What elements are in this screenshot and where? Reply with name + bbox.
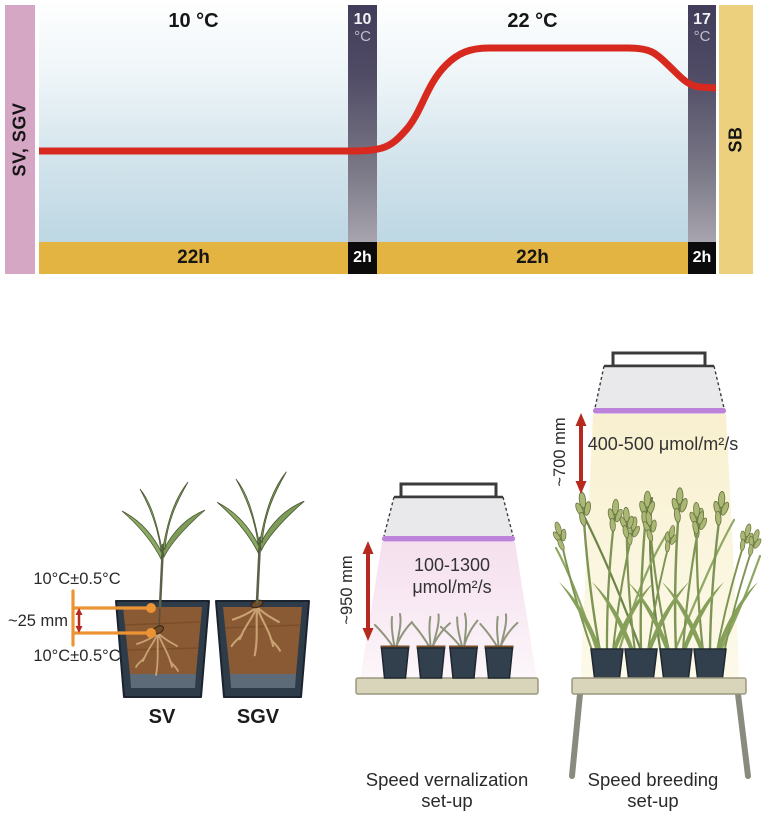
transition-band-17c: 17 °C (688, 5, 716, 242)
led-strip (382, 536, 515, 542)
duration-22h-2: 22h (516, 247, 549, 268)
breeding-caption-2: set-up (627, 790, 678, 811)
led-strip (593, 408, 726, 414)
vernalization-shelf (355, 677, 539, 695)
vernalization-height-label: ~950 mm (338, 555, 356, 624)
table-top (571, 677, 747, 695)
band2-temp-unit: °C (693, 27, 711, 45)
breeding-pots (590, 648, 727, 679)
band1-temp-unit: °C (354, 27, 371, 45)
duration-2h-1: 2h (348, 242, 377, 274)
setups-illustration: 10°C±0.5°C ~25 mm 10°C±0.5°C SV SGV (8, 351, 766, 811)
seed-depth-marker (146, 628, 156, 638)
left-axis-label: SV, SGV (9, 102, 30, 177)
band1-temp-value: 10 (353, 11, 372, 28)
time-bar (39, 242, 716, 274)
temperature-curve (39, 44, 716, 155)
vernalization-light-intensity-2: μmol/m²/s (412, 577, 491, 597)
speed-vernalization-setup: ~950 mm 100-1300 μmol/m²/s Speed vernali… (338, 482, 539, 811)
depth-arrow (75, 608, 83, 633)
seed-depth-temp-label: 10°C±0.5°C (33, 647, 120, 665)
lamp-rail (399, 482, 498, 499)
table-leg-left (569, 691, 583, 779)
left-axis-bar: SV, SGV (5, 5, 35, 274)
vernalization-lamp (382, 482, 515, 542)
soil-surface-marker (146, 603, 156, 613)
sv-plant (120, 480, 207, 676)
breeding-light-intensity: 400-500 μmol/m²/s (588, 434, 738, 454)
breeding-height-label: ~700 mm (551, 417, 569, 486)
breeding-wheat-plants (548, 486, 766, 656)
sgv-pot-label: SGV (237, 706, 280, 728)
band2-temp-value: 17 (693, 11, 711, 28)
vernalization-pots (380, 645, 514, 679)
lamp-rail (611, 351, 707, 368)
right-axis-bar: SB (719, 5, 753, 274)
sgv-pot (215, 600, 310, 698)
speed-breeding-setup: ~700 mm 400-500 μmol/m²/s Speed breeding… (548, 351, 766, 811)
breeding-table (569, 677, 751, 779)
vernalization-caption-2: set-up (421, 790, 472, 811)
breeding-caption-1: Speed breeding (588, 769, 719, 790)
vernalization-caption-1: Speed vernalization (366, 769, 529, 790)
sv-pot (115, 600, 210, 698)
depth-callout-lines (71, 589, 156, 647)
duration-2h-2: 2h (688, 242, 716, 274)
vernalization-height-arrow (362, 541, 374, 641)
table-leg-right (735, 691, 751, 779)
transition-band-10c: 10 °C (348, 5, 377, 242)
sv-pot-label: SV (149, 706, 176, 728)
sv-sgv-pots-diagram: 10°C±0.5°C ~25 mm 10°C±0.5°C SV SGV (8, 470, 310, 728)
duration-22h-1: 22h (177, 247, 210, 268)
breeding-lamp (593, 351, 726, 414)
temperature-curve-line (39, 44, 716, 155)
phase2-temp-label: 22 °C (507, 9, 558, 32)
sowing-depth-label: ~25 mm (8, 612, 68, 630)
breeding-height-arrow (575, 413, 587, 494)
soil-surface-temp-label: 10°C±0.5°C (33, 570, 120, 588)
phase1-temp-label: 10 °C (168, 9, 219, 32)
vernalization-light-intensity-1: 100-1300 (414, 555, 490, 575)
right-axis-label: SB (725, 126, 746, 153)
